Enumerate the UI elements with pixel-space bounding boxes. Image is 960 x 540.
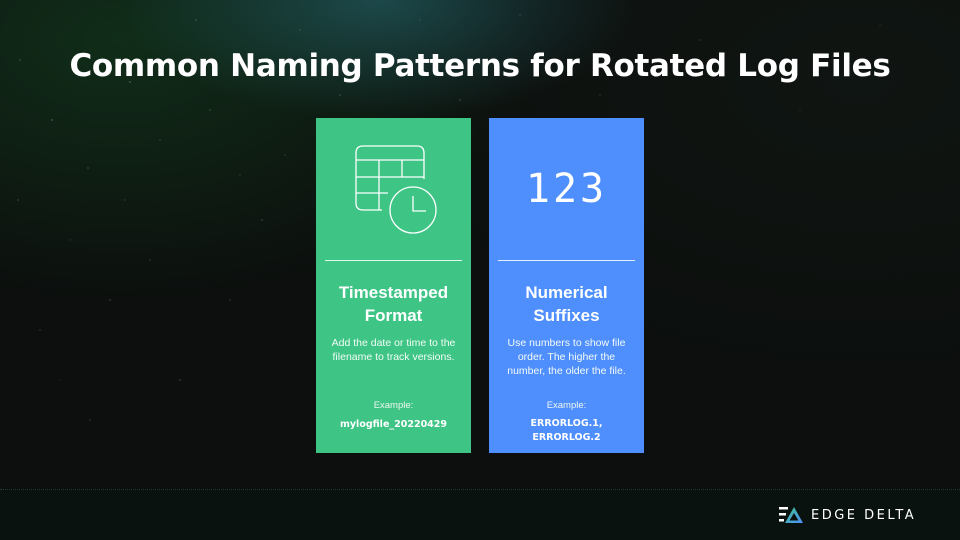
slide-title: Common Naming Patterns for Rotated Log F… [69, 48, 891, 84]
example-value: ERRORLOG.1, ERRORLOG.2 [530, 418, 603, 443]
numbers-123-icon: 123 [525, 166, 608, 212]
table-clock-icon [316, 118, 471, 258]
card-timestamped-format: Timestamped Format Add the date or time … [316, 118, 471, 453]
card-title: Numerical Suffixes [525, 283, 608, 325]
example-label: Example: [546, 400, 587, 411]
card-numerical-suffixes: 123 Numerical Suffixes Use numbers to sh… [489, 118, 644, 453]
card-divider [498, 260, 635, 261]
card-description: Add the date or time to the filename to … [331, 337, 456, 363]
edge-delta-logo: EDGE DELTA [779, 505, 916, 525]
card-description: Use numbers to show file order. The high… [507, 337, 626, 377]
logo-text: EDGE DELTA [811, 507, 917, 523]
card-title: Timestamped Format [338, 283, 449, 325]
edge-delta-logo-icon [779, 507, 803, 523]
example-value: mylogfile_20220429 [339, 419, 448, 430]
footer-band [0, 489, 960, 540]
card-divider [325, 260, 462, 261]
example-label: Example: [373, 400, 414, 411]
